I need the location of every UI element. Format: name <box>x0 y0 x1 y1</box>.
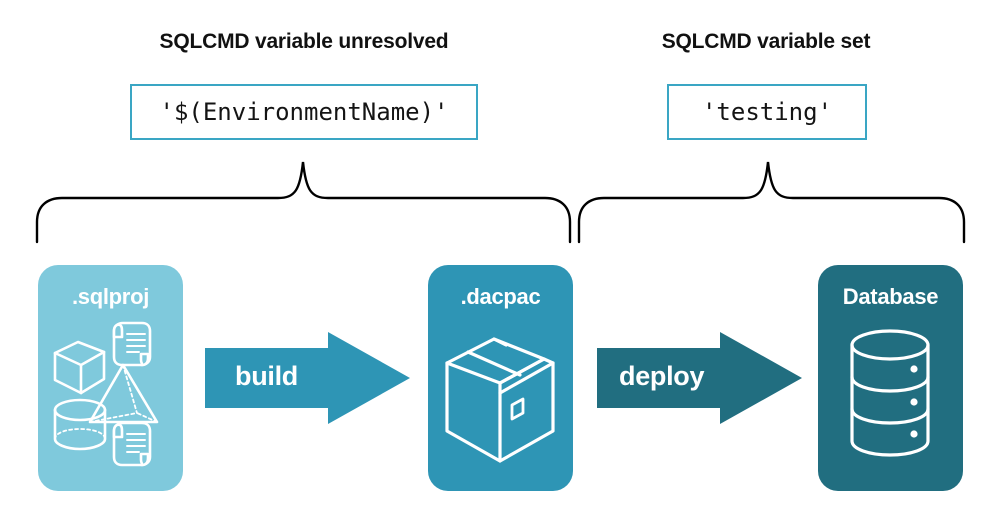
database-icon-group <box>818 323 963 473</box>
stage-label-dacpac: .dacpac <box>460 284 541 309</box>
cylinder-icon <box>53 398 107 451</box>
database-icon-svg <box>850 329 930 457</box>
arrow-deploy-svg <box>597 332 802 424</box>
pyramid-icon <box>88 363 159 424</box>
arrow-deploy-label: deploy <box>619 361 705 391</box>
scroll-icon <box>112 421 152 467</box>
brace-left <box>35 161 572 244</box>
section-heading-unresolved: SQLCMD variable unresolved <box>159 30 449 53</box>
arrow-build-svg <box>205 332 410 424</box>
arrow-build-shape <box>205 332 410 424</box>
stage-card-sqlproj: .sqlproj <box>38 265 183 491</box>
stage-card-dacpac: .dacpac <box>428 265 573 491</box>
dacpac-icon-group <box>428 321 573 481</box>
arrow-deploy-shape <box>597 332 802 424</box>
braces-svg <box>35 161 966 244</box>
arrow-build-label: build <box>235 361 298 391</box>
sqlproj-icon-group <box>38 317 183 477</box>
arrow-build: build <box>205 330 410 430</box>
arrow-deploy: deploy <box>597 330 802 430</box>
sqlcmd-value-unresolved: '$(EnvironmentName)' <box>159 98 449 126</box>
brace-group <box>0 146 1000 244</box>
sqlcmd-value-box-unresolved: '$(EnvironmentName)' <box>130 84 478 140</box>
section-heading-set: SQLCMD variable set <box>661 30 871 53</box>
cube-icon <box>53 340 106 395</box>
dacpac-icons-svg <box>445 337 555 463</box>
database-cylinder-icon <box>850 329 930 457</box>
sqlcmd-value-box-set: 'testing' <box>667 84 867 140</box>
brace-right <box>577 161 966 244</box>
scroll-icon <box>112 321 152 367</box>
stage-card-database: Database <box>818 265 963 491</box>
sqlcmd-value-set: 'testing' <box>701 98 833 126</box>
stage-label-sqlproj: .sqlproj <box>71 284 150 309</box>
sqlproj-icons-svg <box>53 321 159 467</box>
stage-label-database: Database <box>842 284 939 309</box>
package-box-icon <box>445 337 555 463</box>
